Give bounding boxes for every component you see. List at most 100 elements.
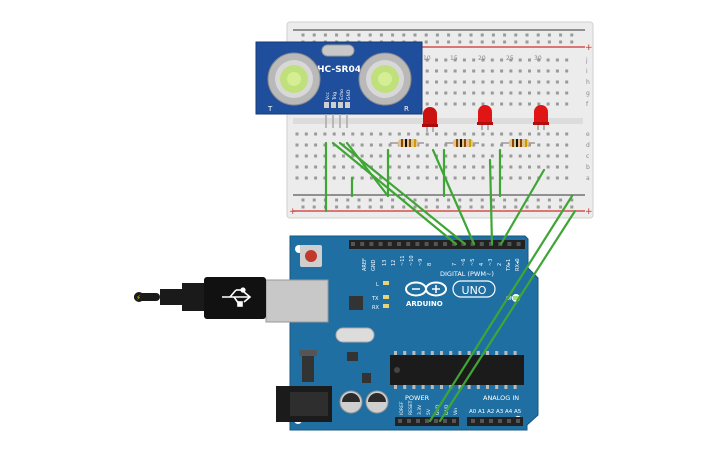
breadboard-hole <box>509 80 513 84</box>
digital-pwm-label: DIGITAL (PWM~) <box>440 270 494 278</box>
breadboard-hole <box>462 91 466 95</box>
header-pin <box>470 242 475 246</box>
breadboard-hole <box>314 176 318 180</box>
pin-label-13: 13 <box>382 260 388 266</box>
led-1 <box>422 107 438 132</box>
header-pin <box>406 242 411 246</box>
breadboard-hole <box>537 102 541 106</box>
breadboard-hole <box>407 165 411 169</box>
mcu-pin <box>467 385 471 389</box>
header-pin <box>498 419 502 423</box>
rail-hole <box>536 40 540 44</box>
rail-hole <box>312 205 316 209</box>
pin-label-gnd: GND <box>371 259 377 271</box>
pin-label-vin: Vin <box>453 408 459 415</box>
breadboard-hole <box>546 154 550 158</box>
breadboard-hole <box>518 91 522 95</box>
breadboard-hole <box>518 132 522 136</box>
breadboard-hole <box>453 176 457 180</box>
rail-hole <box>570 198 574 202</box>
breadboard-hole <box>509 69 513 73</box>
sensor-pin-echo: Echo <box>339 89 345 100</box>
digital-header <box>351 242 521 246</box>
breadboard-hole <box>481 58 485 62</box>
rail-hole <box>447 205 451 209</box>
rail-hole <box>402 205 406 209</box>
breadboard-hole <box>462 58 466 62</box>
rail-hole <box>491 205 495 209</box>
breadboard-hole <box>490 143 494 147</box>
breadboard-hole <box>314 132 318 136</box>
rail-hole <box>503 205 507 209</box>
mcu-pin <box>495 385 499 389</box>
pin-label-ioref: IOREF <box>399 401 405 415</box>
col-number-30: 30 <box>534 55 542 62</box>
led-label-rx: RX <box>372 305 379 311</box>
breadboard-hole <box>388 165 392 169</box>
ultrasonic-sensor: HC-SR04 T R Vcc Trig Echo GND <box>255 41 423 115</box>
breadboard-hole <box>425 58 429 62</box>
breadboard-hole <box>490 176 494 180</box>
wire-trig <box>331 141 458 246</box>
rail-hole <box>469 33 473 37</box>
usb-cable: ⚡ <box>134 277 266 319</box>
breadboard-hole <box>472 69 476 73</box>
breadboard-hole <box>342 154 345 158</box>
breadboard-hole <box>453 165 457 169</box>
arduino-model: UNO <box>462 284 487 297</box>
breadboard-hole <box>379 154 383 158</box>
rail-hole <box>424 205 428 209</box>
breadboard-hole <box>565 80 569 84</box>
analog-in-label: ANALOG IN <box>483 394 519 402</box>
rail-hole <box>559 198 563 202</box>
rail-hole <box>514 205 518 209</box>
breadboard-hole <box>444 132 448 136</box>
header-pin <box>507 419 511 423</box>
breadboard-hole <box>462 176 466 180</box>
rail-hole <box>570 33 574 37</box>
header-pin <box>479 242 484 246</box>
rail-hole <box>480 40 484 44</box>
col-number-20: 20 <box>478 55 486 62</box>
breadboard-hole <box>518 154 522 158</box>
mcu-pin <box>449 351 453 355</box>
breadboard-hole <box>462 80 466 84</box>
breadboard-hole <box>379 165 383 169</box>
mcu-pin <box>403 385 407 389</box>
breadboard-hole <box>546 176 550 180</box>
breadboard-hole <box>304 165 308 169</box>
rail-hole <box>391 198 395 202</box>
header-pin <box>387 242 392 246</box>
breadboard-hole <box>388 143 392 147</box>
breadboard-hole <box>500 69 504 73</box>
rail-hole <box>413 198 417 202</box>
breadboard-hole <box>304 132 308 136</box>
breadboard-hole <box>518 102 522 106</box>
pin-label-12: 12 <box>391 260 397 266</box>
breadboard-hole <box>342 165 345 169</box>
rail-hole <box>335 198 339 202</box>
breadboard-hole <box>453 80 457 84</box>
breadboard-hole <box>360 154 364 158</box>
led-3 <box>533 105 549 130</box>
breadboard-hole <box>444 80 448 84</box>
breadboard-hole <box>416 154 420 158</box>
rail-hole <box>435 198 439 202</box>
breadboard-hole <box>518 176 522 180</box>
usb-plug-icon: ⚡ <box>136 294 141 302</box>
breadboard-hole <box>435 165 438 169</box>
rail-hole <box>391 33 395 37</box>
breadboard-hole <box>565 132 569 136</box>
rail-hole <box>346 205 350 209</box>
breadboard-hole <box>509 132 513 136</box>
rail-hole <box>491 198 495 202</box>
rail-hole <box>458 33 462 37</box>
breadboard-hole <box>435 80 438 84</box>
analog-pin-labels: A0 A1 A2 A3 A4 A5 <box>469 409 522 415</box>
rail-hole <box>547 33 551 37</box>
breadboard-hole <box>351 132 355 136</box>
breadboard-hole <box>295 143 299 147</box>
breadboard-hole <box>295 165 299 169</box>
pin-label-7: 7 <box>452 263 458 266</box>
